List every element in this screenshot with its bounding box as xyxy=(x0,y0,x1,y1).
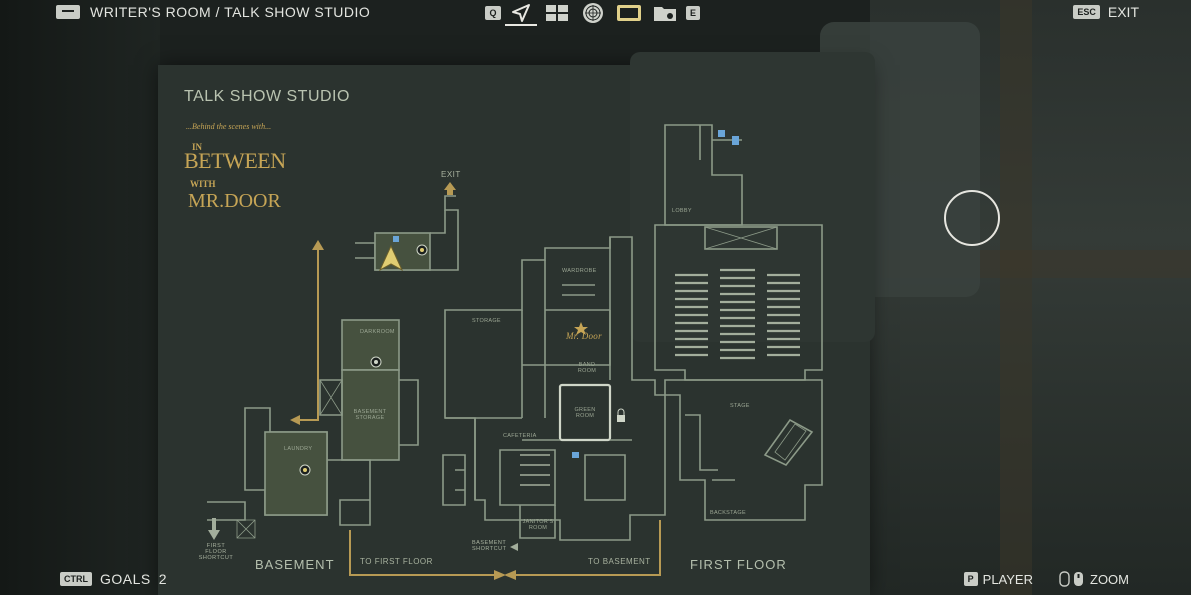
breadcrumb-text: WRITER'S ROOM / TALK SHOW STUDIO xyxy=(90,4,371,20)
zoom-control[interactable]: ZOOM xyxy=(1059,571,1129,587)
background-left xyxy=(0,0,160,595)
exit-control[interactable]: ESC EXIT xyxy=(1073,4,1139,20)
logo-line-between: BETWEEN xyxy=(184,148,286,173)
bottom-controls: P PLAYER ZOOM xyxy=(963,571,1129,587)
background-pillar xyxy=(1000,0,1032,595)
shortcut-arrow-icon xyxy=(510,543,518,551)
esc-key-icon: ESC xyxy=(1073,5,1100,19)
goals-control[interactable]: CTRL GOALS 2 xyxy=(60,571,167,587)
exit-arrow-icon xyxy=(444,182,456,190)
document-icon xyxy=(572,452,579,458)
basement-shortcut-label: BASEMENT SHORTCUT xyxy=(472,540,507,552)
to-first-floor-label: TO FIRST FLOOR xyxy=(360,557,433,566)
document-icon xyxy=(718,130,725,137)
map-title: TALK SHOW STUDIO xyxy=(184,88,350,105)
top-bar: WRITER'S ROOM / TALK SHOW STUDIO Q xyxy=(0,0,1191,26)
logo-tagline: ...Behind the scenes with... xyxy=(186,122,272,131)
tab-map[interactable] xyxy=(503,0,539,26)
route-arrow-icon xyxy=(494,570,506,580)
room-label-darkroom: DARKROOM xyxy=(360,329,395,335)
map-cursor[interactable] xyxy=(944,190,1000,246)
logo-line-mrdoor: MR.DOOR xyxy=(188,190,281,212)
floor-label-basement: BASEMENT xyxy=(255,557,335,572)
back-key-icon[interactable] xyxy=(56,5,80,19)
lock-icon xyxy=(617,408,625,422)
room-label-backstage: BACKSTAGE xyxy=(710,510,746,516)
q-key-icon: Q xyxy=(485,6,501,20)
route-arrow-icon xyxy=(312,240,324,250)
exit-label-map: EXIT xyxy=(441,170,461,179)
room-label-laundry: LAUNDRY xyxy=(284,446,313,452)
room-label-band-room: BAND ROOM xyxy=(577,362,597,374)
route-arrow-icon xyxy=(290,415,300,425)
mouse-wheel-icon xyxy=(1059,571,1083,587)
tab-mind-place[interactable] xyxy=(575,0,611,26)
breadcrumb: WRITER'S ROOM / TALK SHOW STUDIO xyxy=(56,4,370,20)
shortcut-arrow-icon xyxy=(208,530,220,540)
logo-line-with: WITH xyxy=(190,179,216,189)
room-label-cafeteria: CAFETERIA xyxy=(503,433,537,439)
floor-label-first-floor: FIRST FLOOR xyxy=(690,557,787,572)
tab-right-key[interactable]: E xyxy=(683,0,703,26)
document-icon xyxy=(393,236,399,242)
point-of-interest-icon xyxy=(416,244,428,256)
to-basement-label: TO BASEMENT xyxy=(588,557,651,566)
first-floor-shortcut-label: FIRST FLOOR SHORTCUT xyxy=(198,543,234,561)
exit-label: EXIT xyxy=(1107,4,1139,20)
tab-collectibles[interactable] xyxy=(647,0,683,26)
room-label-janitors-room: JANITOR'S ROOM xyxy=(522,519,554,531)
room-label-mr-door: Mr. Door xyxy=(566,331,602,341)
room-label-stage: STAGE xyxy=(730,403,750,409)
tab-tv[interactable] xyxy=(611,0,647,26)
case-board-icon xyxy=(546,5,568,21)
room-label-storage: STORAGE xyxy=(472,318,501,324)
point-of-interest-icon xyxy=(299,464,311,476)
room-label-wardrobe: WARDROBE xyxy=(562,268,597,274)
map-tabs: Q xyxy=(483,0,703,26)
tab-case-board[interactable] xyxy=(539,0,575,26)
goals-label: GOALS xyxy=(100,571,151,587)
p-key-icon: P xyxy=(963,572,978,586)
goals-count: 2 xyxy=(158,571,168,587)
star-icon xyxy=(574,322,588,335)
room-label-lobby: LOBBY xyxy=(672,208,692,214)
room-label-basement-storage: BASEMENT STORAGE xyxy=(353,409,387,421)
mind-place-icon xyxy=(583,3,603,23)
navigation-arrow-icon xyxy=(512,4,530,22)
tab-left-key[interactable]: Q xyxy=(483,0,503,26)
zoom-label: ZOOM xyxy=(1090,571,1129,587)
player-control[interactable]: P PLAYER xyxy=(963,571,1033,587)
tv-icon xyxy=(617,5,641,21)
room-label-green-room: GREEN ROOM xyxy=(574,407,596,419)
logo-line-in: IN xyxy=(192,142,203,152)
ctrl-key-icon: CTRL xyxy=(60,572,92,586)
collectibles-folder-icon xyxy=(654,7,676,21)
e-key-icon: E xyxy=(685,6,700,20)
point-of-interest-icon xyxy=(370,356,382,368)
route-arrow-icon xyxy=(504,570,516,580)
player-marker-icon xyxy=(378,244,404,272)
document-icon xyxy=(732,136,739,145)
player-label: PLAYER xyxy=(982,571,1033,587)
